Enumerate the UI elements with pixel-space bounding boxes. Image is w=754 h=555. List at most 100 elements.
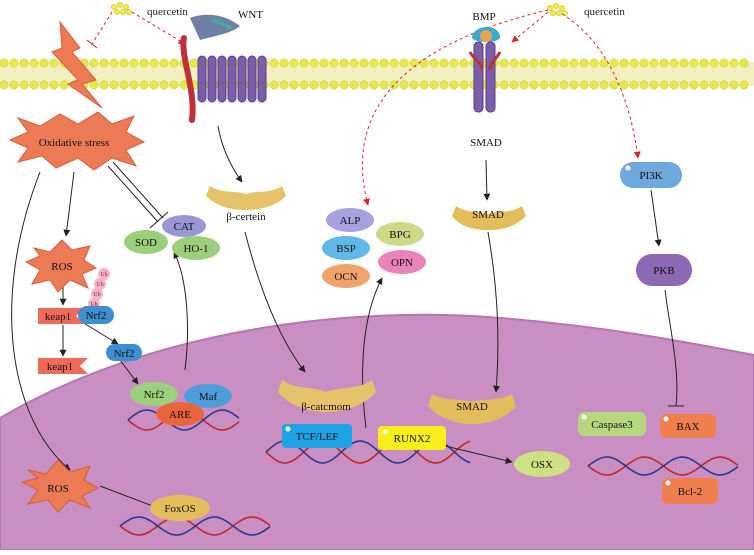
pkb-label: PKB bbox=[653, 265, 674, 277]
wnt-receptor bbox=[180, 14, 267, 123]
beta-catcmom-label: β-catcmom bbox=[301, 401, 351, 413]
keap1-bound-label: keap1 bbox=[45, 311, 71, 323]
bmp-label: BMP bbox=[472, 11, 495, 23]
sod-label: SOD bbox=[135, 237, 157, 249]
nrf2-nuclear-oval bbox=[130, 382, 178, 406]
bpg-oval bbox=[376, 222, 424, 246]
keap1-free-shape bbox=[38, 358, 88, 374]
nucleus bbox=[0, 313, 754, 551]
pkb-box bbox=[636, 254, 692, 286]
runx2-box bbox=[378, 426, 446, 450]
runx2-label: RUNX2 bbox=[394, 433, 431, 445]
are-label: ARE bbox=[169, 409, 191, 421]
maf-oval bbox=[184, 384, 232, 408]
nrf2-nuclear-label: Nrf2 bbox=[144, 389, 165, 401]
foxos-oval bbox=[150, 495, 210, 521]
bpg-label: BPG bbox=[389, 229, 410, 241]
pi3k-box bbox=[620, 162, 682, 188]
beta-certein-label: β-certein bbox=[226, 211, 266, 223]
arrow-nrf2-free bbox=[81, 321, 119, 345]
opn-label: OPN bbox=[391, 257, 413, 269]
wnt-label: WNT bbox=[238, 9, 263, 21]
are-oval bbox=[156, 402, 204, 426]
caspase3-box bbox=[578, 412, 646, 436]
arrow-pi3k-pkb bbox=[650, 189, 662, 247]
beta-catcmom-shape bbox=[278, 380, 376, 412]
arrow-wnt-beta bbox=[217, 125, 243, 183]
ros-top-burst bbox=[24, 239, 98, 293]
nrf2-bound-shape bbox=[78, 306, 114, 324]
arrow-dna-sod bbox=[173, 251, 188, 371]
ros-top-label: ROS bbox=[51, 261, 72, 273]
keap1-bound-shape bbox=[38, 308, 84, 324]
bsp-label: BSP bbox=[336, 243, 356, 255]
smad-mid-shape bbox=[452, 206, 526, 230]
oxidative-stress-label: Oxidative stress bbox=[39, 137, 110, 149]
quercetin-alp-arrow bbox=[362, 9, 549, 206]
ros-bottom-label: ROS bbox=[47, 483, 68, 495]
inhibit-line-sod bbox=[107, 161, 169, 229]
quercetin-pi3k-arrow bbox=[561, 13, 641, 159]
bmp-receptor bbox=[468, 27, 502, 113]
arrow-smad-smad bbox=[487, 231, 500, 393]
bcl2-label: Bcl-2 bbox=[678, 486, 702, 498]
arrow-ros-foxos bbox=[99, 485, 159, 510]
ros-bottom-burst bbox=[20, 459, 100, 513]
arrow-oxstress-lower-ros bbox=[11, 171, 71, 471]
nrf2-free-shape bbox=[106, 344, 142, 361]
smad-receptor-label: SMAD bbox=[470, 137, 502, 149]
ub-label-2: Ub bbox=[93, 292, 100, 298]
smad-nuclear-label: SMAD bbox=[456, 401, 488, 413]
cell-membrane bbox=[0, 58, 754, 90]
quercetin-molecule-right bbox=[547, 3, 568, 16]
arrow-oxstress-ros bbox=[63, 171, 75, 237]
quercetin-inhibit-arrow bbox=[91, 11, 113, 45]
quercetin-label-left: quercetin bbox=[147, 6, 188, 18]
bax-box bbox=[660, 414, 716, 438]
sod-oval bbox=[124, 230, 168, 254]
alp-label: ALP bbox=[340, 215, 361, 227]
foxos-label: FoxOS bbox=[164, 503, 195, 515]
bax-label: BAX bbox=[676, 421, 699, 433]
quercetin-bmp-arrow bbox=[511, 11, 549, 43]
quercetin-label-right: quercetin bbox=[584, 6, 625, 18]
ocn-label: OCN bbox=[334, 271, 357, 283]
alp-oval bbox=[326, 208, 374, 232]
ho1-oval bbox=[172, 236, 220, 260]
oxidative-stress-burst bbox=[8, 111, 146, 171]
ub-label-4: Ub bbox=[100, 272, 107, 278]
ocn-oval bbox=[322, 264, 370, 288]
nrf2-free-label: Nrf2 bbox=[114, 348, 135, 360]
arrow-beta-nucleus bbox=[244, 231, 306, 373]
maf-label: Maf bbox=[199, 391, 218, 403]
smad-nuclear-shape bbox=[428, 394, 516, 424]
arrow-pkb-bax bbox=[664, 289, 678, 407]
pi3k-label: PI3K bbox=[639, 170, 662, 182]
opn-oval bbox=[378, 250, 426, 274]
quercetin-inhibit-bar bbox=[86, 39, 98, 49]
quercetin-wnt-arrow bbox=[131, 11, 186, 45]
cat-label: CAT bbox=[174, 221, 195, 233]
arrow-bmp-smad bbox=[483, 159, 491, 201]
smad-mid-label: SMAD bbox=[472, 209, 504, 221]
osx-label: OSX bbox=[531, 459, 553, 471]
ub-label-3: Ub bbox=[96, 282, 103, 288]
osx-oval bbox=[514, 451, 570, 477]
ubiquitin-chain bbox=[88, 268, 110, 310]
lightning-bolt-icon bbox=[51, 20, 103, 109]
quercetin-molecule-left bbox=[111, 2, 132, 15]
bsp-oval bbox=[322, 236, 370, 260]
tcf-lef-box bbox=[282, 424, 352, 448]
arrow-nrf2-nuclear bbox=[119, 359, 139, 385]
keap1-free-label: keap1 bbox=[47, 361, 73, 373]
cat-oval bbox=[162, 215, 206, 237]
tcf-lef-label: TCF/LEF bbox=[296, 431, 339, 443]
bcl2-box bbox=[662, 478, 718, 504]
arrow-runx2-opn bbox=[362, 277, 383, 429]
caspase3-label: Caspase3 bbox=[591, 419, 633, 431]
beta-certein-shape bbox=[206, 186, 286, 210]
nrf2-bound-label: Nrf2 bbox=[86, 310, 107, 322]
ub-label-1: Ub bbox=[90, 302, 97, 308]
